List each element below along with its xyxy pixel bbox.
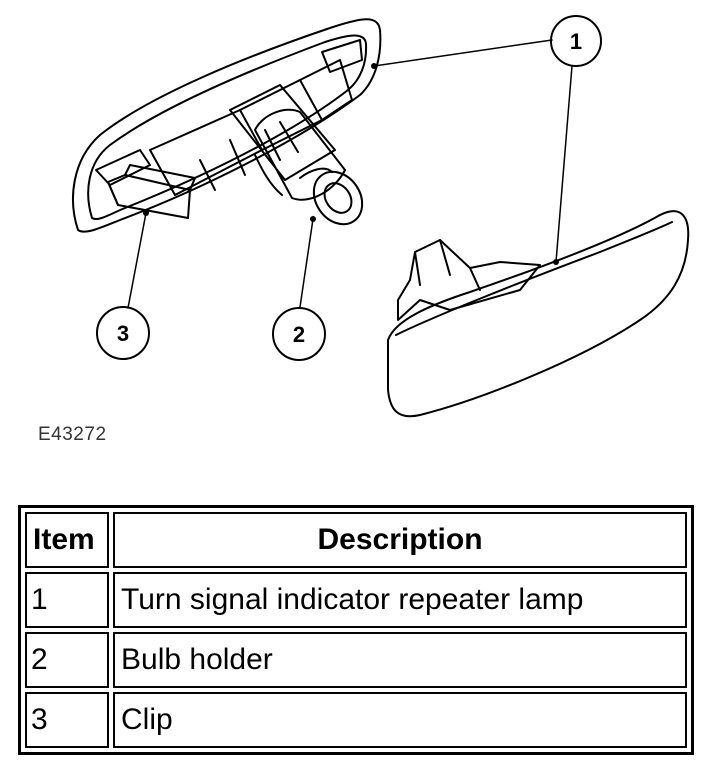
leader-lines: [127, 39, 573, 309]
item-number: 1: [25, 572, 109, 628]
lamp-lens-front: [387, 210, 690, 418]
bulb-holder: [229, 84, 364, 226]
lamp-housing-back: [72, 18, 382, 233]
item-description: Clip: [113, 692, 687, 748]
lamp-exploded-diagram: 1 2 3: [72, 15, 690, 418]
table-row: 2 Bulb holder: [25, 632, 687, 688]
clip: [107, 164, 196, 219]
callout-circle-3: [96, 306, 150, 360]
table-row: 1 Turn signal indicator repeater lamp: [25, 572, 687, 628]
callout-label-2: 2: [293, 322, 305, 347]
callout-label-1: 1: [570, 29, 582, 54]
callout-circle-2: [272, 307, 326, 361]
item-number: 3: [25, 692, 109, 748]
item-description: Turn signal indicator repeater lamp: [113, 572, 687, 628]
legend-header-row: Item Description: [25, 512, 687, 568]
item-number: 2: [25, 632, 109, 688]
callout-circle-1: [550, 15, 602, 67]
figure-id: E43272: [38, 424, 107, 445]
item-description: Bulb holder: [113, 632, 687, 688]
description-header: Description: [113, 512, 687, 568]
item-header: Item: [25, 512, 109, 568]
callout-label-3: 3: [117, 321, 129, 346]
table-row: 3 Clip: [25, 692, 687, 748]
legend-table: Item Description 1 Turn signal indicator…: [18, 505, 694, 755]
